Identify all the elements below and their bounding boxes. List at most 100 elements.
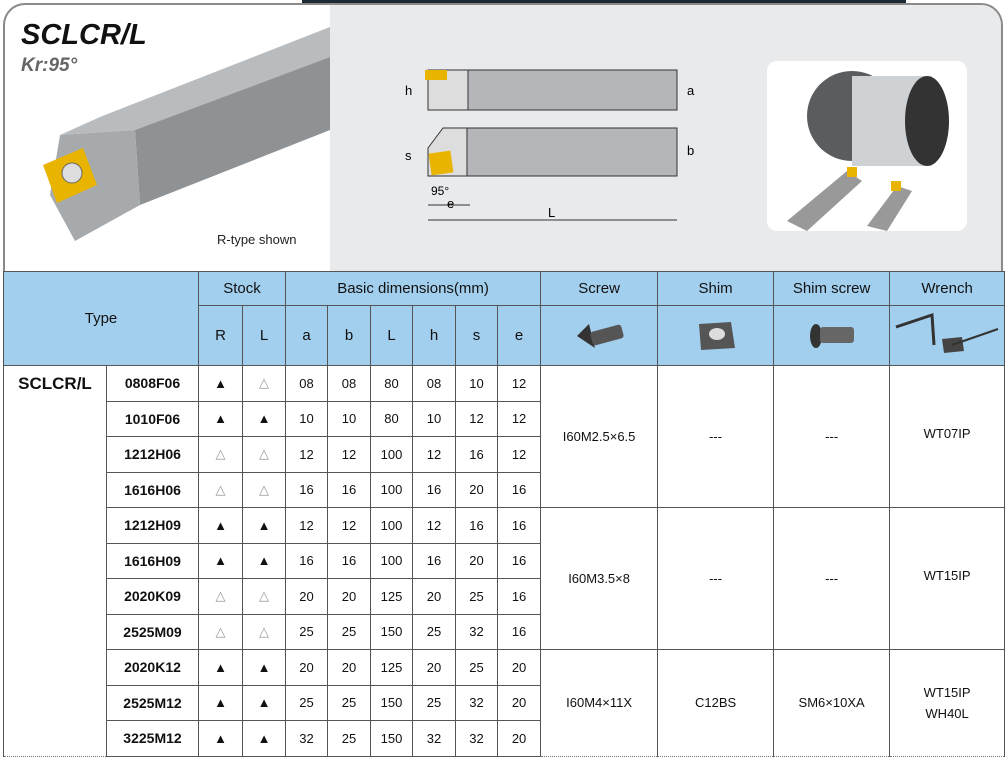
r-type-note: R-type shown bbox=[217, 232, 297, 247]
dim-b-cell: 20 bbox=[327, 578, 372, 615]
dim-s-cell: 16 bbox=[455, 436, 499, 473]
dimension-drawing: h a s b 95° e L bbox=[405, 69, 695, 221]
label-angle: 95° bbox=[431, 184, 449, 198]
dim-s-cell: 32 bbox=[455, 720, 499, 757]
header-e: e bbox=[497, 305, 542, 366]
dim-Ld-cell: 150 bbox=[370, 720, 414, 757]
stock-R-cell: ▲ bbox=[198, 507, 243, 544]
shim-cell: --- bbox=[657, 365, 775, 508]
dim-b-cell: 25 bbox=[327, 613, 372, 650]
dim-b-cell: 25 bbox=[327, 684, 372, 721]
dim-Ld-cell: 125 bbox=[370, 578, 414, 615]
dim-Ld-cell: 100 bbox=[370, 542, 414, 579]
dim-a-cell: 08 bbox=[285, 365, 329, 402]
dim-h-cell: 12 bbox=[412, 507, 457, 544]
label-a: a bbox=[687, 83, 695, 98]
dim-Ld-cell: 100 bbox=[370, 507, 414, 544]
header-basic-dimensions: Basic dimensions(mm) bbox=[285, 271, 542, 306]
shim-cell: --- bbox=[657, 507, 775, 650]
shim-screw-icon bbox=[773, 305, 891, 366]
dim-s-cell: 32 bbox=[455, 613, 499, 650]
dim-Ld-cell: 150 bbox=[370, 684, 414, 721]
dim-Ld-cell: 100 bbox=[370, 471, 414, 508]
dim-h-cell: 25 bbox=[412, 684, 457, 721]
label-b: b bbox=[687, 143, 694, 158]
model-cell: 2525M12 bbox=[106, 684, 199, 721]
dim-s-cell: 20 bbox=[455, 542, 499, 579]
top-bar bbox=[302, 0, 906, 3]
dim-h-cell: 20 bbox=[412, 578, 457, 615]
wrench-code: WT15IP bbox=[923, 568, 971, 583]
model-cell: 3225M12 bbox=[106, 720, 199, 757]
dim-b-cell: 25 bbox=[327, 720, 372, 757]
stock-R-cell: ▲ bbox=[198, 649, 243, 686]
header-a: a bbox=[285, 305, 329, 366]
stock-L-cell: △ bbox=[241, 365, 287, 402]
dim-b-cell: 08 bbox=[327, 365, 372, 402]
dim-e-cell: 16 bbox=[497, 507, 542, 544]
dim-a-cell: 25 bbox=[285, 613, 329, 650]
application-image bbox=[767, 61, 967, 231]
stock-L-cell: ▲ bbox=[241, 684, 287, 721]
stock-R-cell: ▲ bbox=[198, 400, 243, 437]
header-shim-screw: Shim screw bbox=[773, 271, 891, 306]
dim-Ld-cell: 80 bbox=[370, 400, 414, 437]
dim-e-cell: 16 bbox=[497, 542, 542, 579]
approach-angle: Kr:95° bbox=[21, 55, 78, 76]
header-h: h bbox=[412, 305, 457, 366]
dim-h-cell: 25 bbox=[412, 613, 457, 650]
dim-b-cell: 12 bbox=[327, 507, 372, 544]
dim-e-cell: 12 bbox=[497, 436, 542, 473]
model-cell: 1212H06 bbox=[106, 436, 199, 473]
stock-L-cell: △ bbox=[241, 436, 287, 473]
header-Ld: L bbox=[370, 305, 414, 366]
model-cell: 1616H09 bbox=[106, 542, 199, 579]
dim-h-cell: 32 bbox=[412, 720, 457, 757]
header-L: L bbox=[241, 305, 287, 366]
dim-Ld-cell: 100 bbox=[370, 436, 414, 473]
dim-Ld-cell: 125 bbox=[370, 649, 414, 686]
stock-L-cell: △ bbox=[241, 471, 287, 508]
dim-e-cell: 20 bbox=[497, 684, 542, 721]
header-wrench: Wrench bbox=[889, 271, 1006, 306]
dim-b-cell: 12 bbox=[327, 436, 372, 473]
wrench-cell: WT07IP bbox=[889, 365, 1006, 508]
header-b: b bbox=[327, 305, 372, 366]
model-cell: 1212H09 bbox=[106, 507, 199, 544]
dim-h-cell: 16 bbox=[412, 471, 457, 508]
screw-icon bbox=[540, 305, 659, 366]
header-s: s bbox=[455, 305, 499, 366]
stock-L-cell: ▲ bbox=[241, 400, 287, 437]
model-cell: 2020K09 bbox=[106, 578, 199, 615]
dim-b-cell: 20 bbox=[327, 649, 372, 686]
dim-s-cell: 25 bbox=[455, 649, 499, 686]
stock-R-cell: ▲ bbox=[198, 365, 243, 402]
dim-b-cell: 10 bbox=[327, 400, 372, 437]
dim-a-cell: 25 bbox=[285, 684, 329, 721]
dim-a-cell: 10 bbox=[285, 400, 329, 437]
model-cell: 0808F06 bbox=[106, 365, 199, 402]
label-h: h bbox=[405, 83, 412, 98]
screw-cell: I60M4×11X bbox=[540, 649, 659, 757]
type-group: SCLCR/L bbox=[3, 365, 107, 757]
dim-h-cell: 10 bbox=[412, 400, 457, 437]
dim-a-cell: 12 bbox=[285, 436, 329, 473]
dim-h-cell: 16 bbox=[412, 542, 457, 579]
header-shim: Shim bbox=[657, 271, 775, 306]
header-R: R bbox=[198, 305, 243, 366]
dim-a-cell: 16 bbox=[285, 542, 329, 579]
dim-e-cell: 12 bbox=[497, 365, 542, 402]
dim-b-cell: 16 bbox=[327, 471, 372, 508]
stock-R-cell: △ bbox=[198, 578, 243, 615]
dim-a-cell: 20 bbox=[285, 649, 329, 686]
dim-b-cell: 16 bbox=[327, 542, 372, 579]
stock-R-cell: △ bbox=[198, 471, 243, 508]
dim-s-cell: 32 bbox=[455, 684, 499, 721]
stock-R-cell: ▲ bbox=[198, 684, 243, 721]
dim-s-cell: 25 bbox=[455, 578, 499, 615]
dim-h-cell: 12 bbox=[412, 436, 457, 473]
